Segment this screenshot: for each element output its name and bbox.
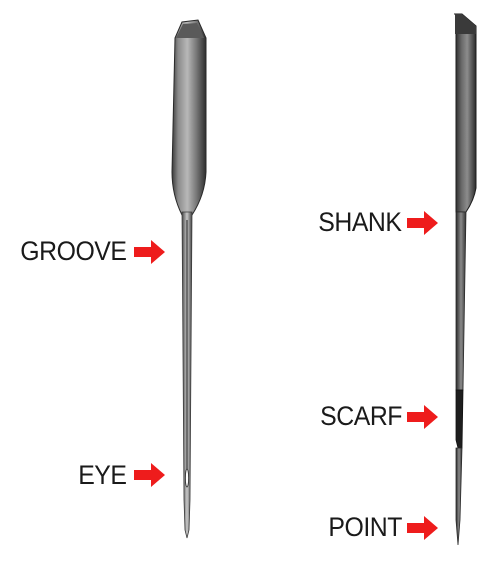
shank-label: SHANK: [318, 207, 403, 237]
scarf-label: SCARF: [320, 401, 402, 431]
scarf-arrow-icon: [407, 405, 438, 429]
point-label: POINT: [328, 512, 402, 542]
side-blade-upper: [455, 211, 467, 391]
groove-arrow-icon: [134, 240, 165, 264]
side-scarf: [455, 389, 464, 449]
groove-label: GROOVE: [20, 236, 128, 266]
eye-label: EYE: [78, 460, 128, 490]
eye-arrow-icon: [134, 463, 165, 487]
front-shank-bevel: [176, 23, 204, 38]
point-arrow-icon: [407, 516, 438, 540]
side-shank-body: [454, 13, 477, 213]
front-shank-body: [171, 19, 207, 216]
side-shank-top: [455, 14, 476, 34]
front-eye: [184, 468, 189, 488]
side-blade-lower: [455, 447, 463, 546]
shank-arrow-icon: [407, 211, 438, 235]
